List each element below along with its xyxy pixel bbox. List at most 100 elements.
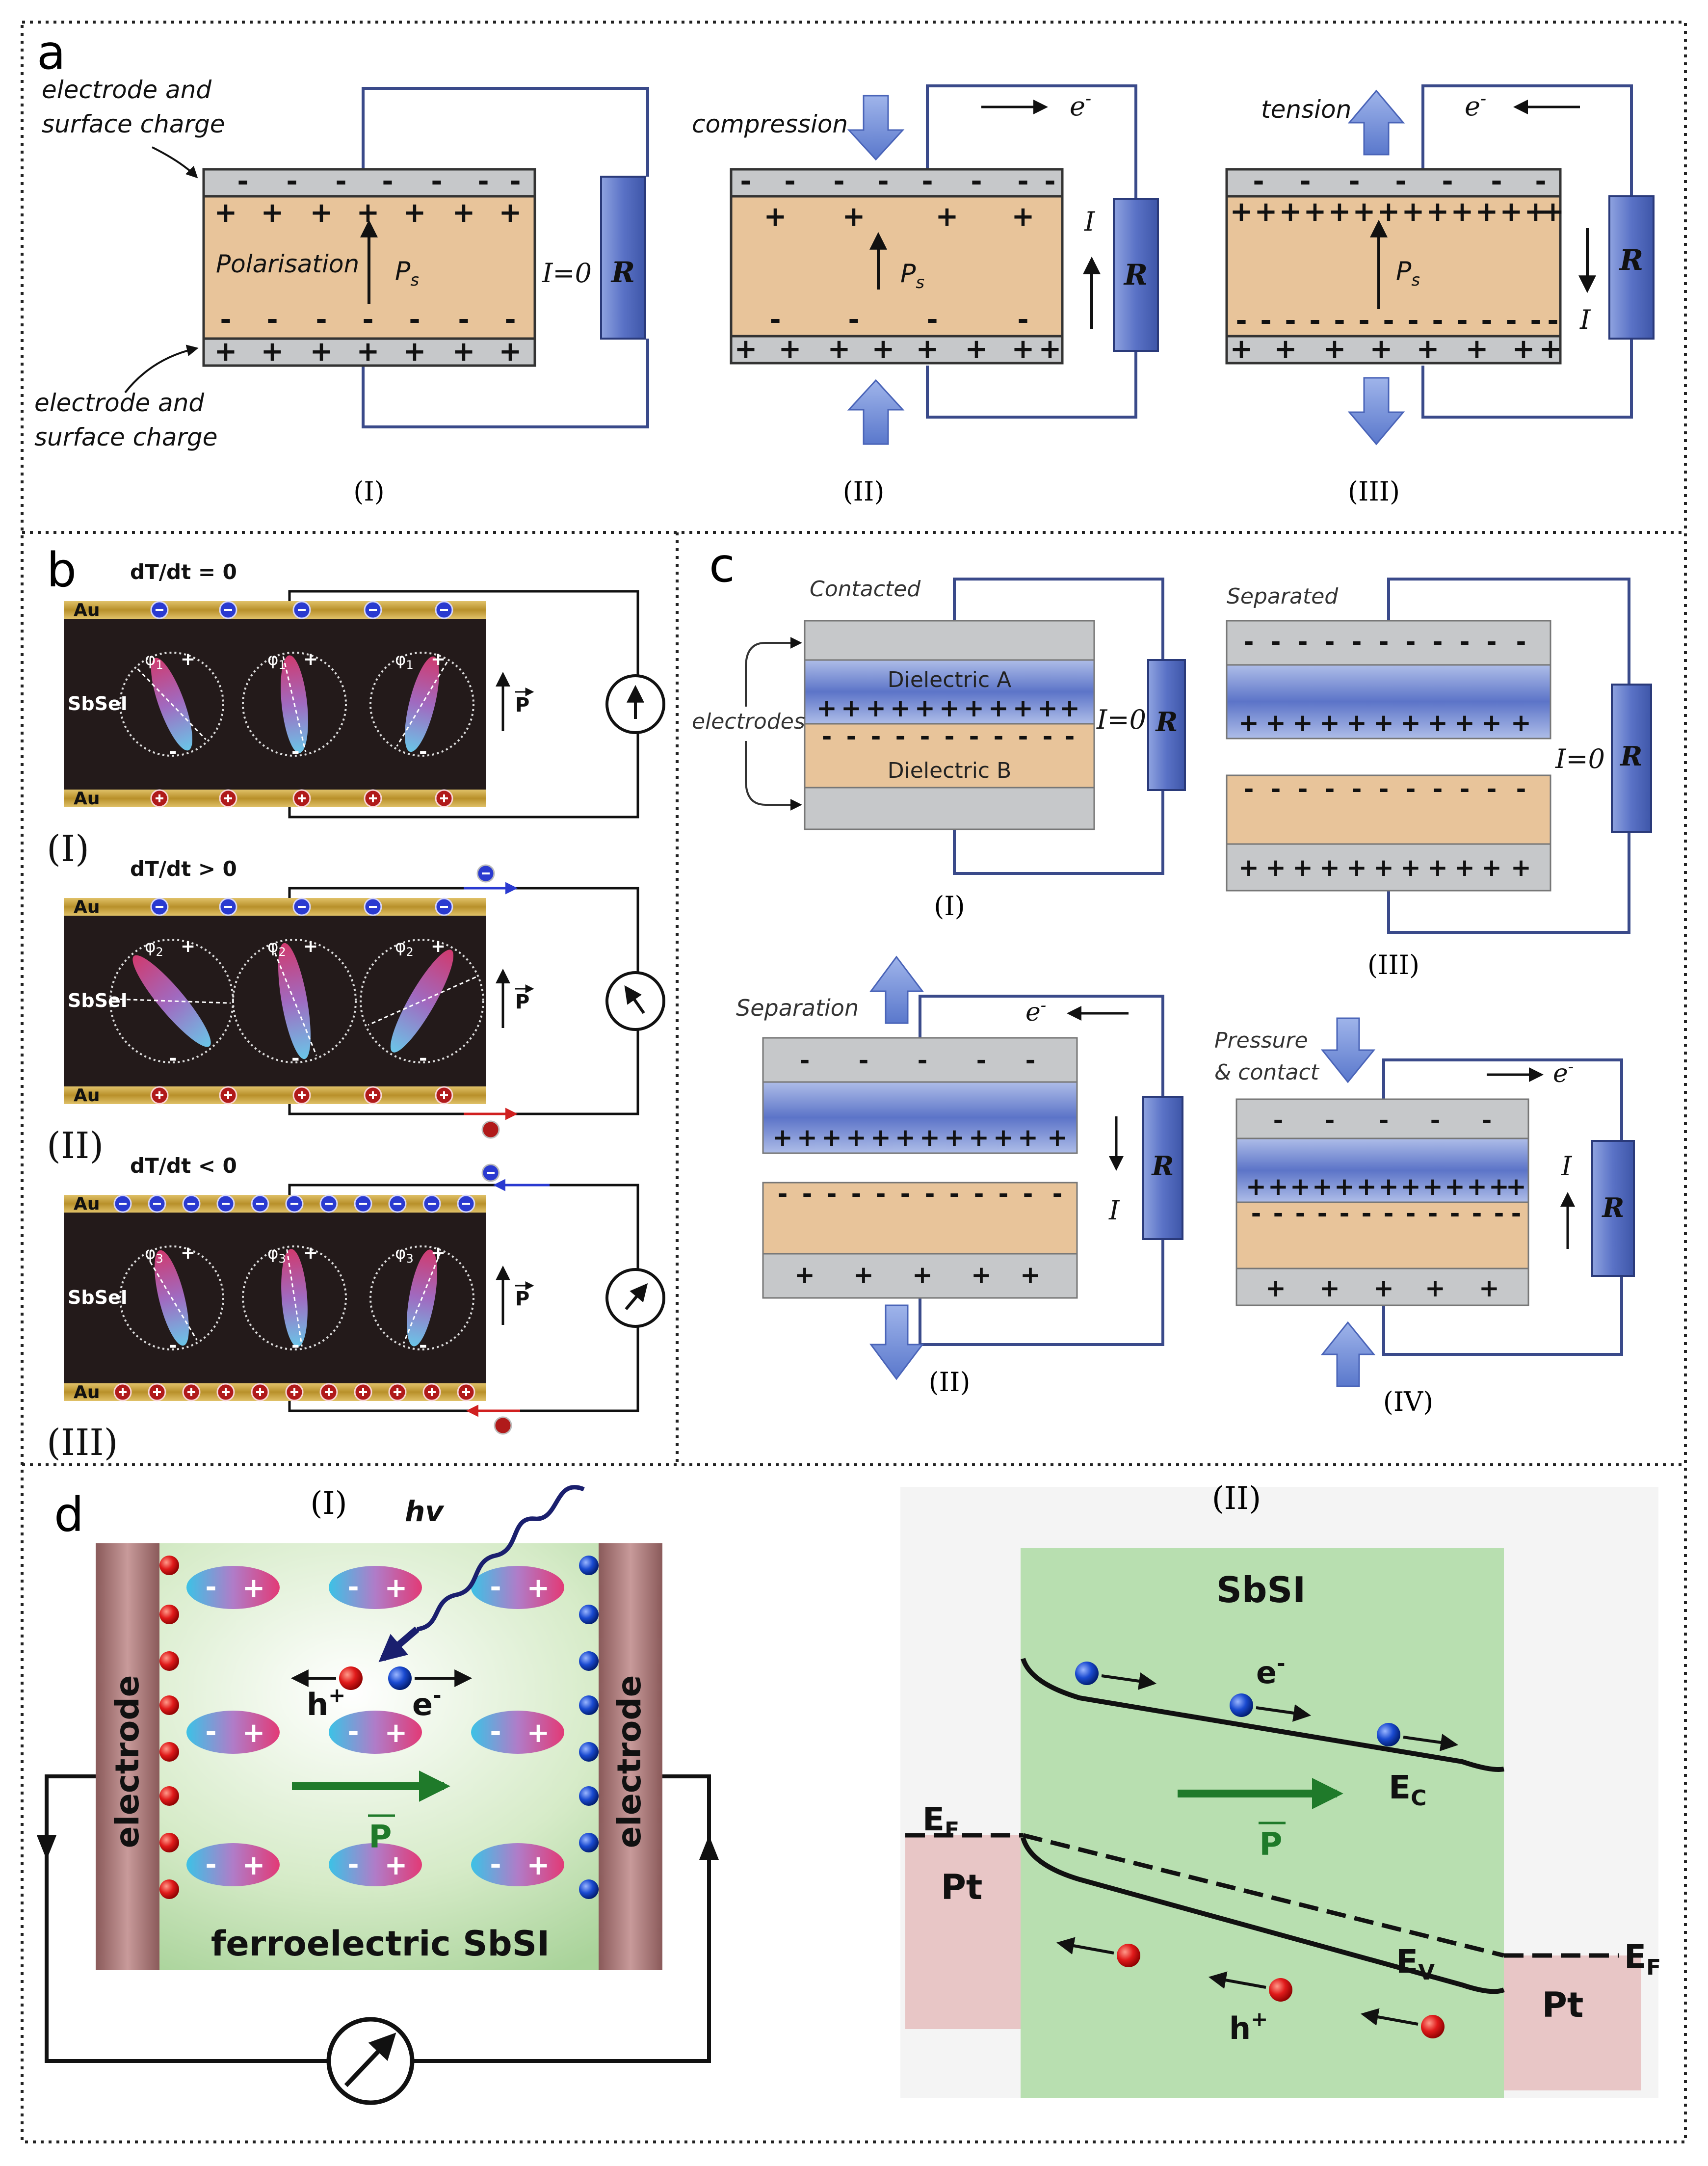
svg-text:+: + <box>971 1261 992 1289</box>
svg-text:-: - <box>994 722 1004 751</box>
hole-ball <box>159 1556 179 1575</box>
svg-text:+: + <box>1059 694 1080 722</box>
phi-label: φ <box>267 650 278 669</box>
hole-ball <box>159 1786 179 1806</box>
ev-label: E <box>1396 1943 1418 1981</box>
svg-text:-: - <box>490 1571 501 1603</box>
svg-text:-: - <box>419 740 427 763</box>
svg-text:-: - <box>1406 1199 1416 1228</box>
ps-label: P <box>900 259 916 289</box>
svg-text:+: + <box>242 1717 265 1749</box>
svg-text:-: - <box>347 1849 359 1880</box>
svg-text:h+: h+ <box>307 1683 345 1722</box>
panel-label-c: c <box>709 538 735 593</box>
au-bottom <box>64 1383 486 1401</box>
phi-sub: 1 <box>406 658 413 672</box>
svg-text:-: - <box>1244 775 1254 803</box>
svg-text:+: + <box>939 694 960 722</box>
svg-text:+: + <box>1012 201 1035 233</box>
phi-label: φ <box>267 1243 278 1263</box>
svg-text:-: - <box>848 304 859 336</box>
panel-c-diagram-4: ----- +++++++++++++ ------------- +++++ … <box>1214 1017 1635 1417</box>
svg-text:-: - <box>971 165 982 197</box>
panel-c-diagram-3: ----------- +++++++++++ ----------- ++++… <box>1226 578 1652 980</box>
phi-label: φ <box>395 937 406 956</box>
pt-right <box>1504 1955 1641 2090</box>
svg-text:-: - <box>1273 1199 1284 1228</box>
svg-text:-: - <box>918 1046 928 1075</box>
electron-sup: - <box>1085 89 1091 109</box>
hole-ball <box>1421 2015 1445 2038</box>
phi-sub: 1 <box>278 658 286 672</box>
svg-text:+: + <box>944 1123 965 1152</box>
svg-text:-: - <box>409 304 420 336</box>
svg-text:+: + <box>1304 196 1327 228</box>
svg-text:-: - <box>1340 1199 1350 1228</box>
svg-text:+: + <box>846 1123 867 1152</box>
svg-text:+: + <box>1020 1261 1041 1289</box>
sub-label: (II) <box>1212 1480 1261 1517</box>
svg-text:+: + <box>969 1123 989 1152</box>
sub-label: (I) <box>934 891 965 922</box>
svg-text:+: + <box>1018 1123 1038 1152</box>
svg-text:φ1: φ1 <box>145 650 163 672</box>
svg-text:φ1: φ1 <box>395 650 414 672</box>
svg-text:-: - <box>1487 628 1497 656</box>
separated-label: Separated <box>1227 584 1339 609</box>
sub-label: (I) <box>47 828 89 870</box>
svg-text:+: + <box>261 336 284 368</box>
svg-text:+: + <box>1481 853 1502 882</box>
panel-borders <box>21 21 1687 2143</box>
tension-label: tension <box>1261 95 1351 124</box>
svg-text:+: + <box>1466 333 1489 365</box>
material-label: SbSeI <box>68 990 128 1011</box>
electrode-top-line2: surface charge <box>42 110 225 138</box>
svg-text:φ2: φ2 <box>267 937 286 959</box>
svg-text:+: + <box>1039 333 1062 365</box>
svg-text:-: - <box>220 304 231 336</box>
tension-arrow-top <box>1347 89 1405 156</box>
dielectric-a-label: Dielectric A <box>888 667 1012 692</box>
svg-text:-: - <box>1430 1106 1441 1135</box>
svg-text:-: - <box>846 722 857 751</box>
au-label: Au <box>74 1085 100 1106</box>
dipole: -+ <box>329 1843 422 1886</box>
panel-label-b: b <box>47 543 77 598</box>
au-bottom <box>64 790 486 807</box>
svg-text:+: + <box>816 694 837 722</box>
svg-text:+: + <box>1238 709 1259 737</box>
svg-text:-: - <box>1530 305 1541 337</box>
svg-text:+: + <box>870 1123 891 1152</box>
svg-text:+: + <box>1319 853 1340 882</box>
svg-text:EF: EF <box>1624 1938 1661 1980</box>
svg-text:e-: e- <box>1465 89 1486 122</box>
svg-text:-: - <box>1299 165 1311 197</box>
ef-left-label: E <box>922 1800 945 1838</box>
svg-text:φ2: φ2 <box>145 937 163 959</box>
phi-label: φ <box>145 650 156 669</box>
svg-text:e-: e- <box>1025 996 1046 1027</box>
svg-text:-: - <box>822 722 832 751</box>
svg-text:+: + <box>866 694 886 722</box>
svg-text:+: + <box>1292 853 1313 882</box>
svg-text:-: - <box>1433 628 1443 656</box>
svg-text:-: - <box>827 1180 837 1208</box>
svg-text:+: + <box>499 336 522 368</box>
sub-label: (III) <box>1348 476 1400 507</box>
svg-text:+: + <box>357 336 380 368</box>
svg-text:+: + <box>1400 1172 1421 1201</box>
separation-arrow-top <box>869 955 924 1024</box>
phi-label: φ <box>395 650 406 669</box>
svg-text:-: - <box>1456 305 1468 337</box>
svg-text:-: - <box>1044 165 1055 197</box>
hole-label-d2: h <box>1229 2010 1251 2046</box>
pressure-label-1: Pressure <box>1214 1028 1308 1053</box>
svg-text:-: - <box>205 1716 216 1748</box>
svg-text:-: - <box>851 1180 862 1208</box>
phi-label: φ <box>267 937 278 956</box>
polarization-label: P <box>369 1819 392 1855</box>
svg-text:+: + <box>1319 709 1340 737</box>
svg-text:+: + <box>912 1261 933 1289</box>
electron-ball <box>579 1786 599 1806</box>
